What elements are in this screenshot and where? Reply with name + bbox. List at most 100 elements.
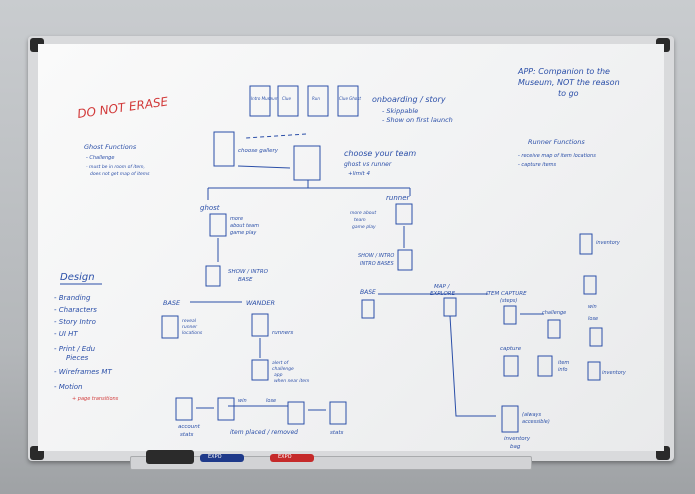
runner-show-line-1: SHOW / INTRO xyxy=(358,253,394,259)
ghost-win-label: win xyxy=(238,398,247,404)
ghost-lose-wireframe xyxy=(287,401,305,425)
inventory-bag-wireframe xyxy=(501,405,519,433)
app-note-line-1: APP: Companion to the xyxy=(517,67,610,76)
onboarding-cards: Intro Museum Clue Run Clue Ghost xyxy=(249,85,361,117)
item-capture-line-1: ITEM CAPTURE xyxy=(486,291,527,297)
runner-base-label: BASE xyxy=(360,289,376,296)
ghost-show-line-2: BASE xyxy=(238,277,253,283)
gallery-label: choose gallery xyxy=(238,148,279,154)
ghost-wander-label: WANDER xyxy=(246,299,275,307)
design-item-1: - Branding xyxy=(54,294,91,302)
runner-win-wireframe xyxy=(583,275,597,295)
runner-show-line-2: INTRO BASES xyxy=(360,261,394,267)
card-label-3: Run xyxy=(312,96,320,101)
arrow-gallery-to-team xyxy=(237,165,291,169)
runner-functions-line-2: - capture items xyxy=(518,162,557,168)
inventory-bag-line-2: bag xyxy=(510,444,521,450)
stats-label: stats xyxy=(330,430,344,436)
ghost-alert-line-4: when near item xyxy=(274,378,310,384)
runner-base-wireframe xyxy=(361,299,375,319)
card-label-4: Clue Ghost xyxy=(339,96,361,101)
item-info-line-1: item xyxy=(558,360,569,366)
design-item-6: Pieces xyxy=(66,354,89,362)
onboarding-title: onboarding / story xyxy=(372,95,446,104)
app-note-line-3: to go xyxy=(558,89,579,98)
team-title: choose your team xyxy=(344,149,416,158)
always-line-2: accessible) xyxy=(522,419,550,425)
inventory-side-label: inventory xyxy=(602,370,627,376)
ghost-show-line-1: SHOW / INTRO xyxy=(228,269,269,275)
map-line-1: MAP / xyxy=(434,284,451,290)
ghost-runners-label: runners xyxy=(272,330,293,336)
ghost-more-wireframe xyxy=(209,213,227,237)
ghost-show-wireframe xyxy=(205,265,221,287)
blue-marker: EXPO xyxy=(200,454,244,462)
account-stats-wireframe xyxy=(175,397,193,421)
card-run xyxy=(307,85,329,117)
team-limit: +limit 4 xyxy=(348,171,370,177)
runner-lose-wireframe xyxy=(589,327,603,347)
runner-functions-line-1: - receive map of item locations xyxy=(518,153,596,159)
onboarding-line-1: - Skippable xyxy=(382,107,418,115)
account-stats-line-1: account xyxy=(178,424,201,430)
card-intro-museum xyxy=(249,85,271,117)
inventory-bag-line-1: inventory xyxy=(504,436,531,442)
ghost-reveal-line-3: locations xyxy=(182,330,203,336)
ghost-reveal-line-1: reveal xyxy=(182,318,197,324)
runner-more-line-3: game play xyxy=(352,224,376,230)
card-clue-ghost xyxy=(337,85,359,117)
map-wireframe xyxy=(443,297,457,317)
design-title: Design xyxy=(60,272,95,283)
arrow-map-to-bag xyxy=(449,315,496,417)
app-note-line-2: Museum, NOT the reason xyxy=(518,78,620,87)
ghost-reveal-line-2: runner xyxy=(182,324,198,330)
blue-marker-label: EXPO xyxy=(208,454,222,460)
team-subtitle: ghost vs runner xyxy=(344,161,392,168)
item-capture-line-2: (steps) xyxy=(500,298,517,304)
runner-win-label: win xyxy=(588,304,597,310)
design-red-note: + page transitions xyxy=(72,396,119,402)
design-item-7: - Wireframes MT xyxy=(54,368,112,376)
map-line-2: EXPLORE xyxy=(430,291,456,297)
capture-label: capture xyxy=(500,346,522,352)
whiteboard-surface: DO NOT ERASE APP: Companion to the Museu… xyxy=(38,44,664,451)
ghost-win-wireframe xyxy=(217,397,235,421)
ghost-alert-line-1: alert of xyxy=(272,360,290,366)
item-info-wireframe xyxy=(537,355,553,377)
runner-more-line-2: team xyxy=(354,217,366,223)
design-item-5: - Print / Edu xyxy=(54,345,96,353)
ghost-functions-line-3: does not get map of items xyxy=(90,171,150,177)
design-item-4: - UI HT xyxy=(54,330,78,338)
ghost-more-line-2: about team xyxy=(230,223,259,229)
design-item-8: - Motion xyxy=(54,383,82,391)
inventory-top-label: inventory xyxy=(596,240,621,246)
ghost-alert-line-2: challenge xyxy=(272,366,294,372)
ghost-more-line-1: more xyxy=(230,216,243,222)
account-stats-line-2: stats xyxy=(180,432,194,438)
do-not-erase-note: DO NOT ERASE xyxy=(76,94,169,121)
item-placed-label: item placed / removed xyxy=(230,429,298,436)
ghost-label: ghost xyxy=(200,204,220,212)
challenge-wireframe xyxy=(547,319,561,339)
design-item-3: - Story Intro xyxy=(54,318,96,326)
ghost-alert-wireframe xyxy=(251,359,269,381)
runner-lose-label: lose xyxy=(588,316,598,322)
inventory-top-wireframe xyxy=(579,233,593,255)
dashed-arrow-to-gallery xyxy=(245,133,307,139)
capture-wireframe xyxy=(503,355,519,377)
ghost-alert-line-3: app xyxy=(274,373,283,378)
card-clue xyxy=(277,85,299,117)
runner-show-wireframe xyxy=(397,249,413,271)
challenge-label: challenge xyxy=(542,310,566,316)
ghost-functions-title: Ghost Functions xyxy=(84,143,137,151)
runner-more-line-1: more about xyxy=(350,210,376,216)
runner-functions-title: Runner Functions xyxy=(528,138,585,146)
stats-wireframe xyxy=(329,401,347,425)
whiteboard-sketch: DO NOT ERASE APP: Companion to the Museu… xyxy=(54,67,627,450)
ghost-base-label: BASE xyxy=(163,299,181,307)
ghost-functions-line-2: - must be in room of item, xyxy=(86,164,145,170)
gallery-wireframe xyxy=(213,131,235,167)
inventory-side-wireframe xyxy=(587,361,601,381)
ghost-reveal-wireframe xyxy=(161,315,179,339)
runner-more-wireframe xyxy=(395,203,413,225)
